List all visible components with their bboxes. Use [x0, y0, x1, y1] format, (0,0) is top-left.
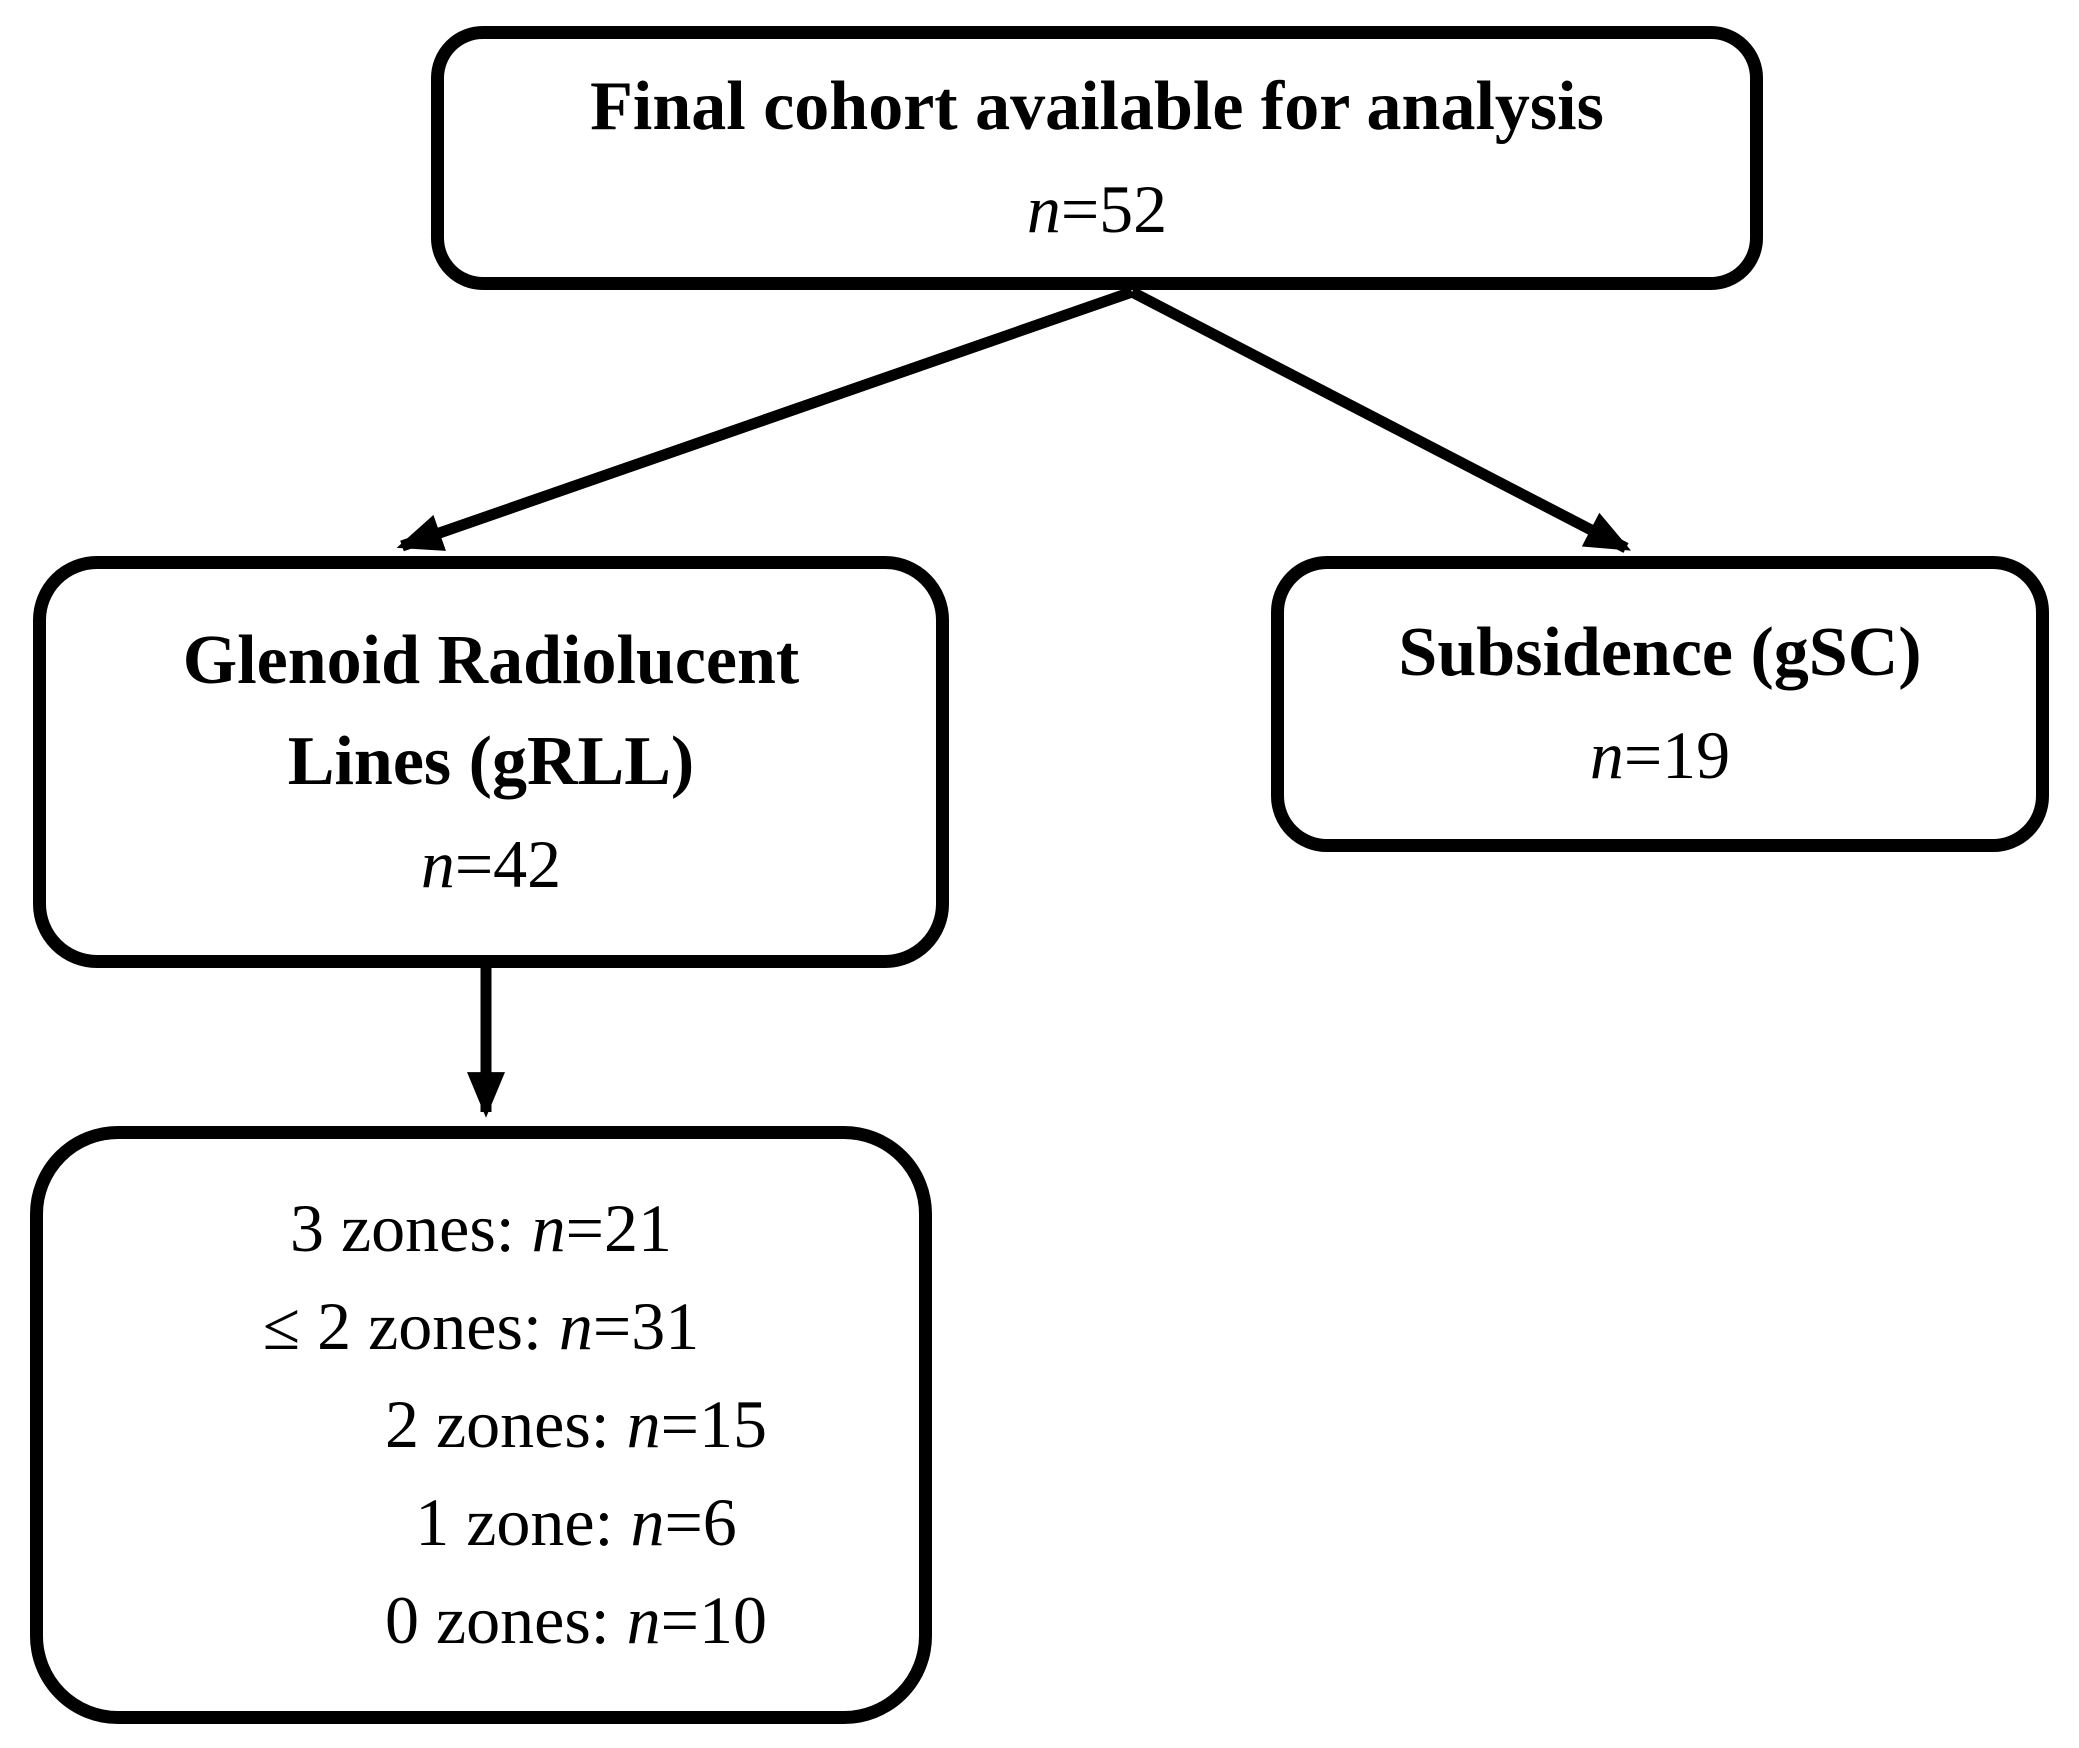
n-symbol: n: [531, 1190, 566, 1267]
node-zone-breakdown: 3 zones: n=21 ≤ 2 zones: n=31 2 zones: n…: [30, 1126, 932, 1724]
node-grll: Glenoid Radiolucent Lines (gRLL) n=42: [33, 556, 949, 968]
n-symbol: n: [626, 1581, 661, 1658]
n-value: =6: [664, 1483, 737, 1560]
node-final-cohort: Final cohort available for analysis n=52: [431, 26, 1763, 290]
n-symbol: n: [630, 1483, 665, 1560]
zone-label: 2 zones:: [384, 1386, 627, 1463]
n-value: =21: [565, 1190, 673, 1267]
n-value: =10: [660, 1581, 768, 1658]
n-symbol: n: [1026, 170, 1061, 247]
n-value: =15: [660, 1386, 768, 1463]
gsc-count: n=19: [1590, 704, 1730, 806]
zone-line: 2 zones: n=15: [385, 1376, 767, 1474]
node-gsc: Subsidence (gSC) n=19: [1271, 556, 2049, 852]
n-symbol: n: [420, 825, 455, 902]
n-value: =19: [1623, 716, 1731, 793]
zone-label: 3 zones:: [289, 1190, 532, 1267]
grll-title-line1: Glenoid Radiolucent: [182, 621, 800, 699]
n-symbol: n: [1589, 716, 1624, 793]
zone-label: 1 zone:: [415, 1483, 631, 1560]
zone-line: 3 zones: n=21: [290, 1180, 672, 1278]
arrow-top-to-gsc: [1129, 287, 1632, 553]
zone-label: ≤ 2 zones:: [262, 1288, 559, 1365]
zone-line: ≤ 2 zones: n=31: [263, 1278, 699, 1376]
n-value: =42: [454, 825, 562, 902]
n-value: =31: [592, 1288, 700, 1365]
grll-title-line2: Lines (gRLL): [287, 723, 695, 800]
n-value: =52: [1060, 170, 1168, 247]
gsc-title: Subsidence (gSC): [1398, 614, 1922, 692]
arrow-top-to-grll: [396, 286, 1134, 552]
zone-label: 0 zones:: [384, 1581, 627, 1658]
final-cohort-title: Final cohort available for analysis: [590, 68, 1604, 146]
zone-line: 0 zones: n=10: [385, 1572, 767, 1670]
n-symbol: n: [558, 1288, 593, 1365]
n-symbol: n: [626, 1386, 661, 1463]
final-cohort-count: n=52: [1027, 158, 1167, 260]
grll-count: n=42: [421, 813, 561, 915]
zone-line: 1 zone: n=6: [415, 1474, 737, 1572]
